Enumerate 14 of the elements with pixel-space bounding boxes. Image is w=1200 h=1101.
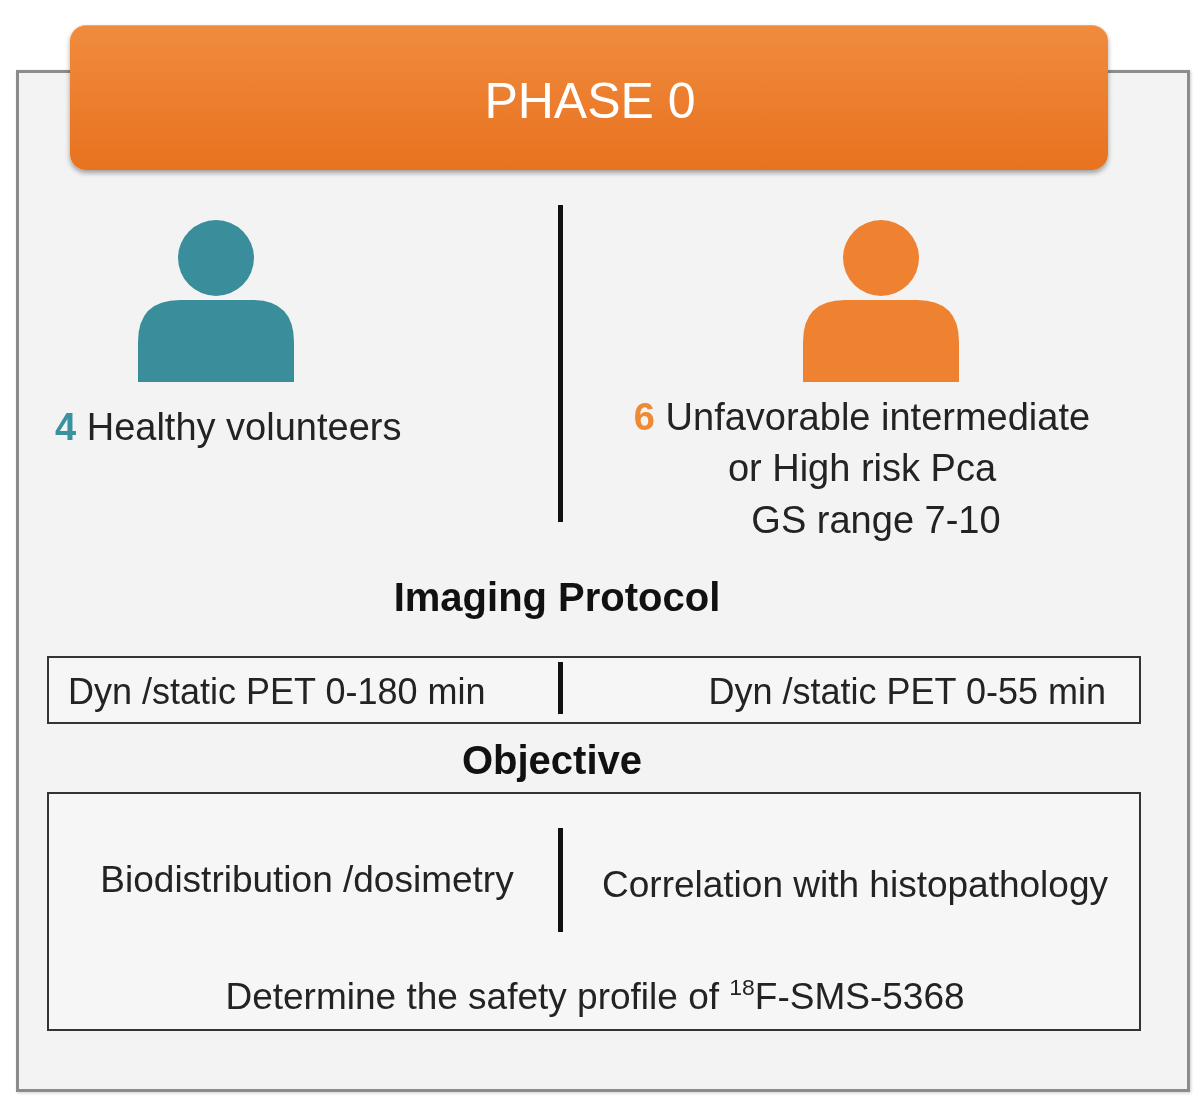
section-heading: Objective <box>461 737 643 784</box>
protocol-text: Dyn /static PET 0-55 min <box>708 669 1106 713</box>
section-heading: Imaging Protocol <box>393 574 721 621</box>
group-label: 4 Healthy volunteers <box>55 405 402 450</box>
protocol-text: Dyn /static PET 0-180 min <box>68 669 486 713</box>
group-label: 6 Unfavorable intermediate or High risk Pca <box>632 395 1092 491</box>
title-banner <box>70 25 1108 170</box>
objective-text: Biodistribution /dosimetry <box>100 858 514 902</box>
group-label: GS range 7-10 <box>751 498 1001 543</box>
info-panel <box>47 792 1141 1031</box>
objective-text: Determine the safety profile of $^{18}$F-SMS-5368 <box>225 975 965 1019</box>
info-panel <box>47 656 1141 724</box>
banner-title: PHASE 0 <box>484 72 696 131</box>
objective-text: Correlation with histopathology <box>602 863 1108 907</box>
